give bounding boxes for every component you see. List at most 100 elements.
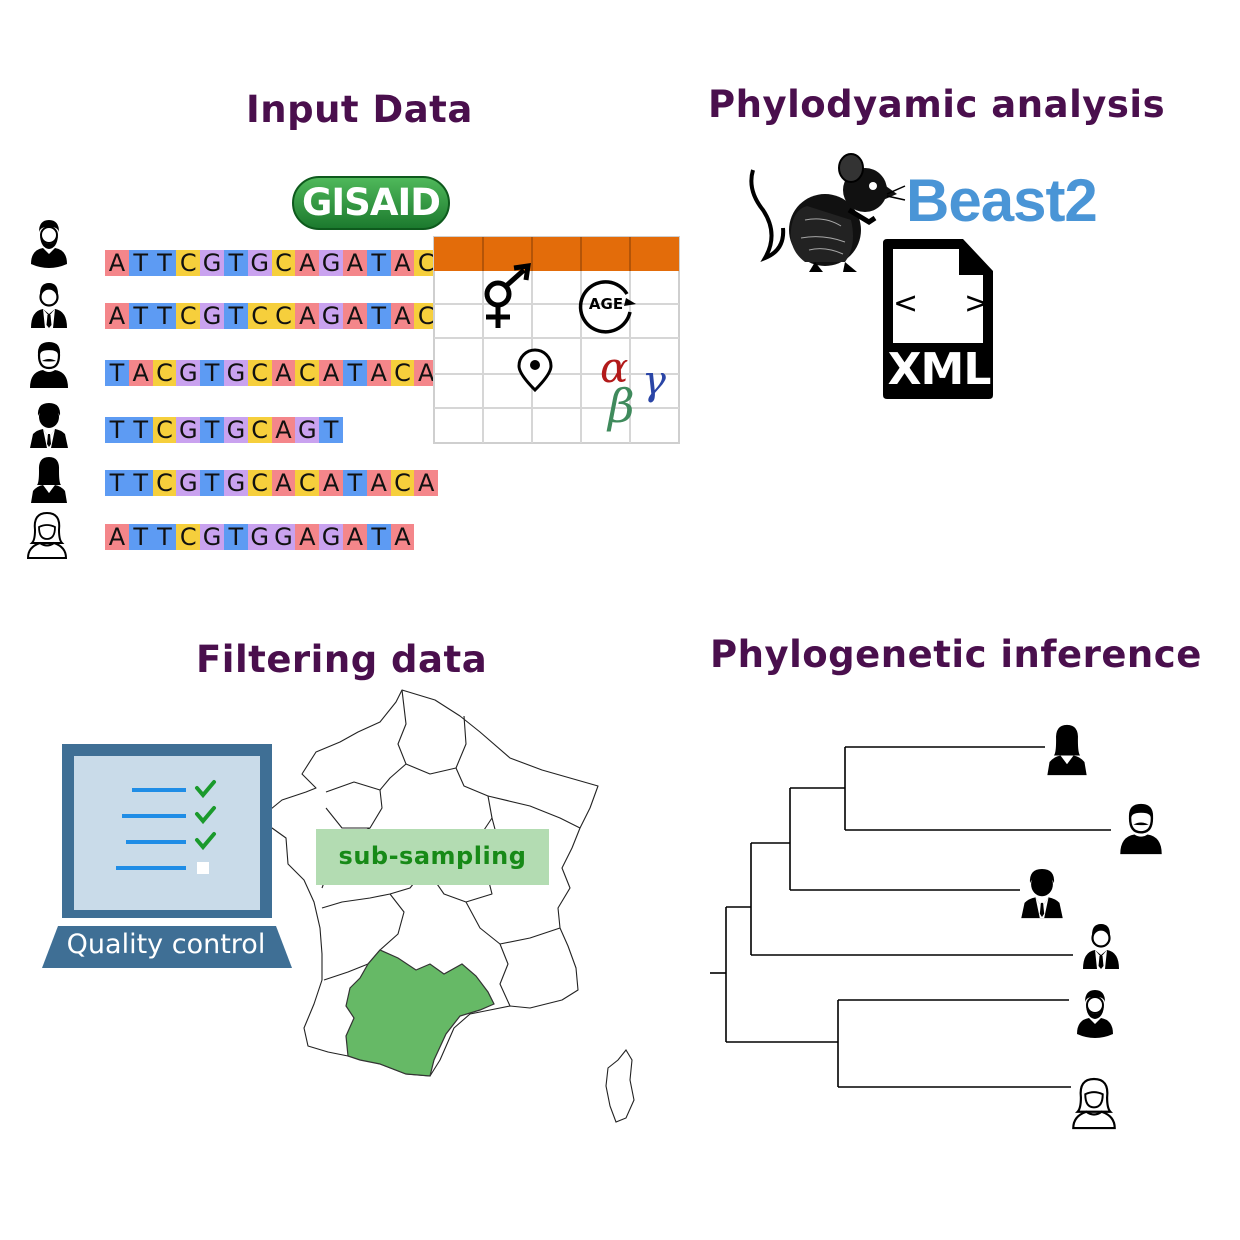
bearded-man-icon [27,218,71,268]
input-data-title: Input Data [246,88,473,131]
beta-symbol: β [606,379,635,433]
nucleotide-A: A [342,250,367,277]
nucleotide-C: C [247,417,272,444]
nucleotide-C: C [271,250,296,277]
nucleotide-A: A [271,470,296,497]
nucleotide-A: A [128,360,153,387]
nucleotide-G: G [319,250,343,277]
nucleotide-T: T [200,360,224,387]
nucleotide-G: G [200,250,224,277]
nucleotide-A: A [319,360,343,387]
nucleotide-A: A [414,470,439,497]
nucleotide-G: G [200,303,224,330]
filtering-data-title: Filtering data [196,638,488,681]
nucleotide-T: T [319,417,343,444]
nucleotide-T: T [128,250,153,277]
nucleotide-A: A [342,303,367,330]
nucleotide-T: T [366,524,391,551]
nucleotide-T: T [128,417,153,444]
xml-label: XML [887,344,992,395]
xml-bracket-open: < [893,286,919,321]
man-suit-icon [27,400,71,450]
woman-outline-icon [25,510,69,560]
man-suit-icon [1018,864,1066,922]
metadata-table [433,236,680,444]
nucleotide-C: C [414,250,439,277]
nucleotide-C: C [152,360,177,387]
nucleotide-A: A [295,524,320,551]
nucleotide-C: C [295,360,320,387]
nucleotide-T: T [342,360,367,387]
alpha-symbol: α [600,343,628,392]
nucleotide-A: A [342,524,367,551]
xml-file-icon [883,239,993,399]
nucleotide-G: G [176,470,201,497]
location-pin-icon [517,348,553,393]
gamma-symbol: γ [642,358,666,404]
woman-outline-icon [1070,1074,1118,1132]
nucleotide-C: C [247,360,272,387]
sequence-row: ATTCGTCCAGATACA [105,303,462,330]
woman-suit-icon [27,455,71,505]
phylogenetic-inference-title: Phylogenetic inference [710,633,1202,676]
nucleotide-G: G [223,470,248,497]
nucleotide-T: T [105,470,129,497]
nucleotide-C: C [390,470,415,497]
mustache-man-icon [1117,800,1165,858]
nucleotide-T: T [128,524,153,551]
nucleotide-T: T [152,524,177,551]
nucleotide-T: T [200,417,224,444]
nucleotide-C: C [176,303,201,330]
nucleotide-T: T [366,250,391,277]
sub-sampling-label: sub-sampling [316,829,549,885]
beast2-logo-text: Beast2 [906,167,1098,234]
nucleotide-T: T [200,470,224,497]
gisaid-logo: GISAID [292,176,450,230]
nucleotide-C: C [295,470,320,497]
nucleotide-C: C [247,303,272,330]
nucleotide-C: C [176,250,201,277]
nucleotide-T: T [223,250,248,277]
man-with-tie-icon [27,280,71,330]
xml-bracket-close: > [964,286,990,321]
nucleotide-A: A [414,360,439,387]
nucleotide-A: A [295,303,320,330]
nucleotide-C: C [176,524,201,551]
nucleotide-C: C [271,303,296,330]
nucleotide-T: T [105,360,129,387]
nucleotide-G: G [319,303,343,330]
woman-suit-icon [1043,722,1091,778]
quality-control-label: Quality control [66,929,266,960]
nucleotide-A: A [295,250,320,277]
france-map [259,689,635,1123]
nucleotide-G: G [247,524,272,551]
rat-logo-icon [749,153,906,272]
nucleotide-T: T [152,303,177,330]
nucleotide-T: T [128,470,153,497]
nucleotide-T: T [223,303,248,330]
bearded-man-icon [1073,984,1117,1042]
nucleotide-G: G [295,417,320,444]
nucleotide-A: A [271,417,296,444]
nucleotide-A: A [390,250,415,277]
nucleotide-G: G [319,524,343,551]
nucleotide-G: G [200,524,224,551]
nucleotide-C: C [247,470,272,497]
phylodynamic-analysis-title: Phylodyamic analysis [708,83,1166,126]
nucleotide-T: T [105,417,129,444]
laptop-icon [42,744,292,968]
nucleotide-A: A [271,360,296,387]
nucleotide-G: G [176,360,201,387]
phylogenetic-tree [710,746,1111,1088]
mustache-man-icon [27,340,71,390]
nucleotide-G: G [247,250,272,277]
age-icon: AGE [578,280,636,334]
nucleotide-A: A [390,303,415,330]
nucleotide-C: C [414,303,439,330]
nucleotide-A: A [105,250,129,277]
